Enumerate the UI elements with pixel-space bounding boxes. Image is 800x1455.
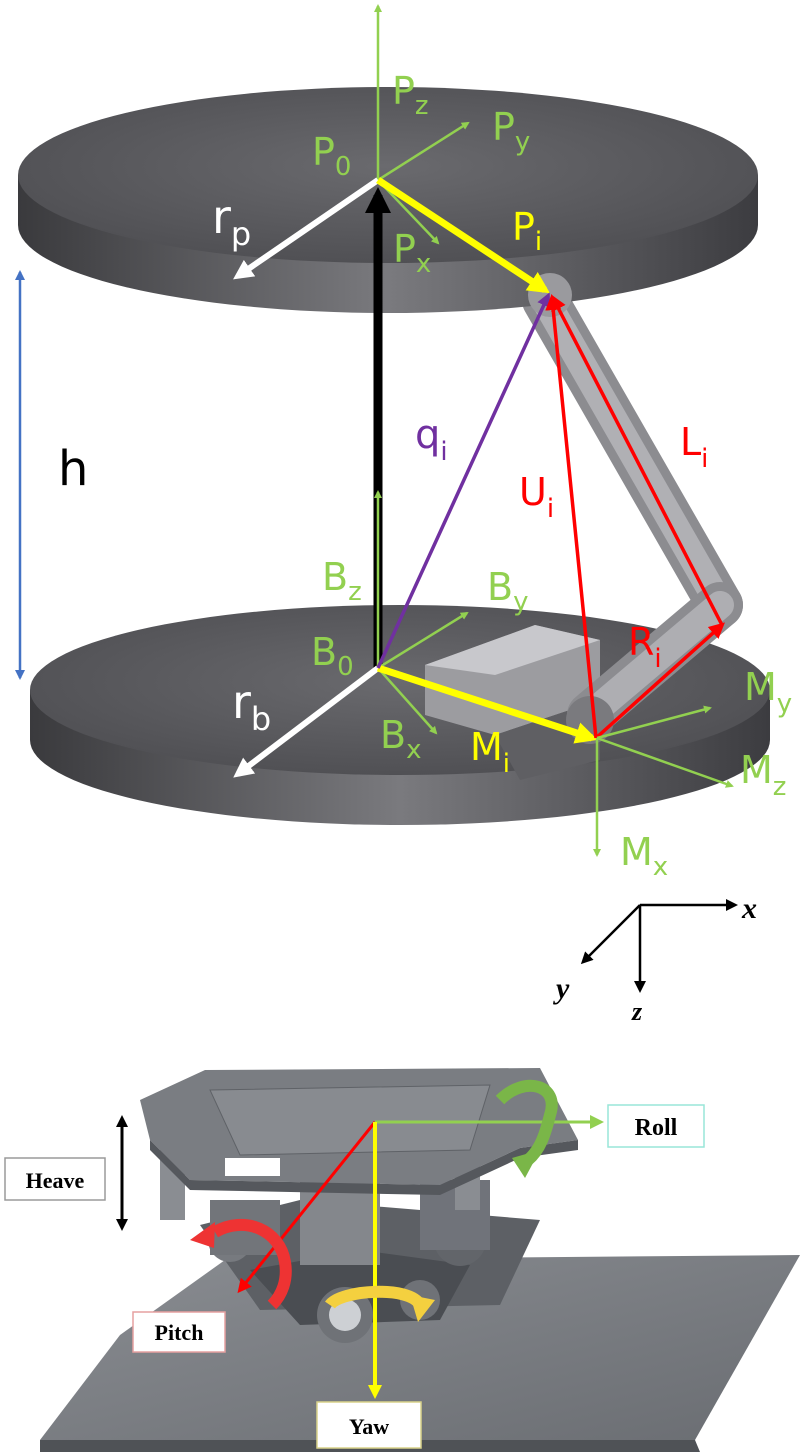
label-rp: rp xyxy=(212,190,251,253)
li-vector xyxy=(551,294,724,626)
my-axis xyxy=(596,705,712,740)
label-li: Li xyxy=(680,420,708,474)
label-mz: Mz xyxy=(740,748,786,802)
pi-vector xyxy=(376,177,551,294)
rp-arrow xyxy=(233,177,380,280)
label-mi: Mi xyxy=(470,725,510,779)
roll-rotation-arrow xyxy=(495,1079,558,1165)
roll-label-box: Roll xyxy=(607,1104,705,1148)
label-mx: Mx xyxy=(620,830,668,882)
label-ri: Ri xyxy=(628,620,662,674)
simulator-illustration xyxy=(40,1068,800,1452)
label-py: Py xyxy=(492,105,530,157)
label-pz: Pz xyxy=(392,69,429,121)
yaw-label-box: Yaw xyxy=(316,1401,422,1449)
pitch-label-box: Pitch xyxy=(132,1311,226,1353)
pitch-rotation-head xyxy=(190,1222,215,1248)
yaw-rotation-head xyxy=(410,1295,435,1322)
bx-axis xyxy=(377,667,438,735)
mz-axis xyxy=(596,736,734,788)
label-rb: rb xyxy=(232,675,271,738)
label-qi: qi xyxy=(415,412,448,467)
height-label: h xyxy=(58,441,88,497)
ri-vector xyxy=(594,622,725,740)
ui-vector xyxy=(545,294,598,739)
rb-arrow xyxy=(233,665,380,778)
label-px: Px xyxy=(393,227,431,279)
roll-rotation-head xyxy=(512,1150,540,1178)
py-axis xyxy=(377,121,470,182)
label-b0: B0 xyxy=(311,630,354,682)
by-axis xyxy=(377,611,469,670)
pitch-rotation-arrow xyxy=(212,1218,292,1310)
yaw-label: Yaw xyxy=(349,1414,389,1439)
label-my: My xyxy=(744,665,792,719)
mi-vector xyxy=(376,664,598,744)
heave-label-box: Heave xyxy=(4,1157,106,1201)
top-plate xyxy=(18,87,758,313)
world-axes: x y z xyxy=(553,892,757,1026)
heave-label: Heave xyxy=(26,1168,85,1193)
label-bz: Bz xyxy=(322,555,362,607)
label-pi: Pi xyxy=(512,205,542,257)
axis-x-label: x xyxy=(741,892,757,925)
label-ui: Ui xyxy=(519,470,554,524)
axis-y-label: y xyxy=(553,972,570,1005)
roll-label: Roll xyxy=(635,1115,678,1141)
label-by: By xyxy=(487,565,528,617)
qi-vector xyxy=(376,292,551,669)
pitch-label: Pitch xyxy=(155,1320,204,1345)
axis-z-label: z xyxy=(631,997,643,1026)
pitch-axis-line xyxy=(237,1121,377,1294)
label-p0: P0 xyxy=(312,130,351,182)
label-bx: Bx xyxy=(380,713,421,765)
